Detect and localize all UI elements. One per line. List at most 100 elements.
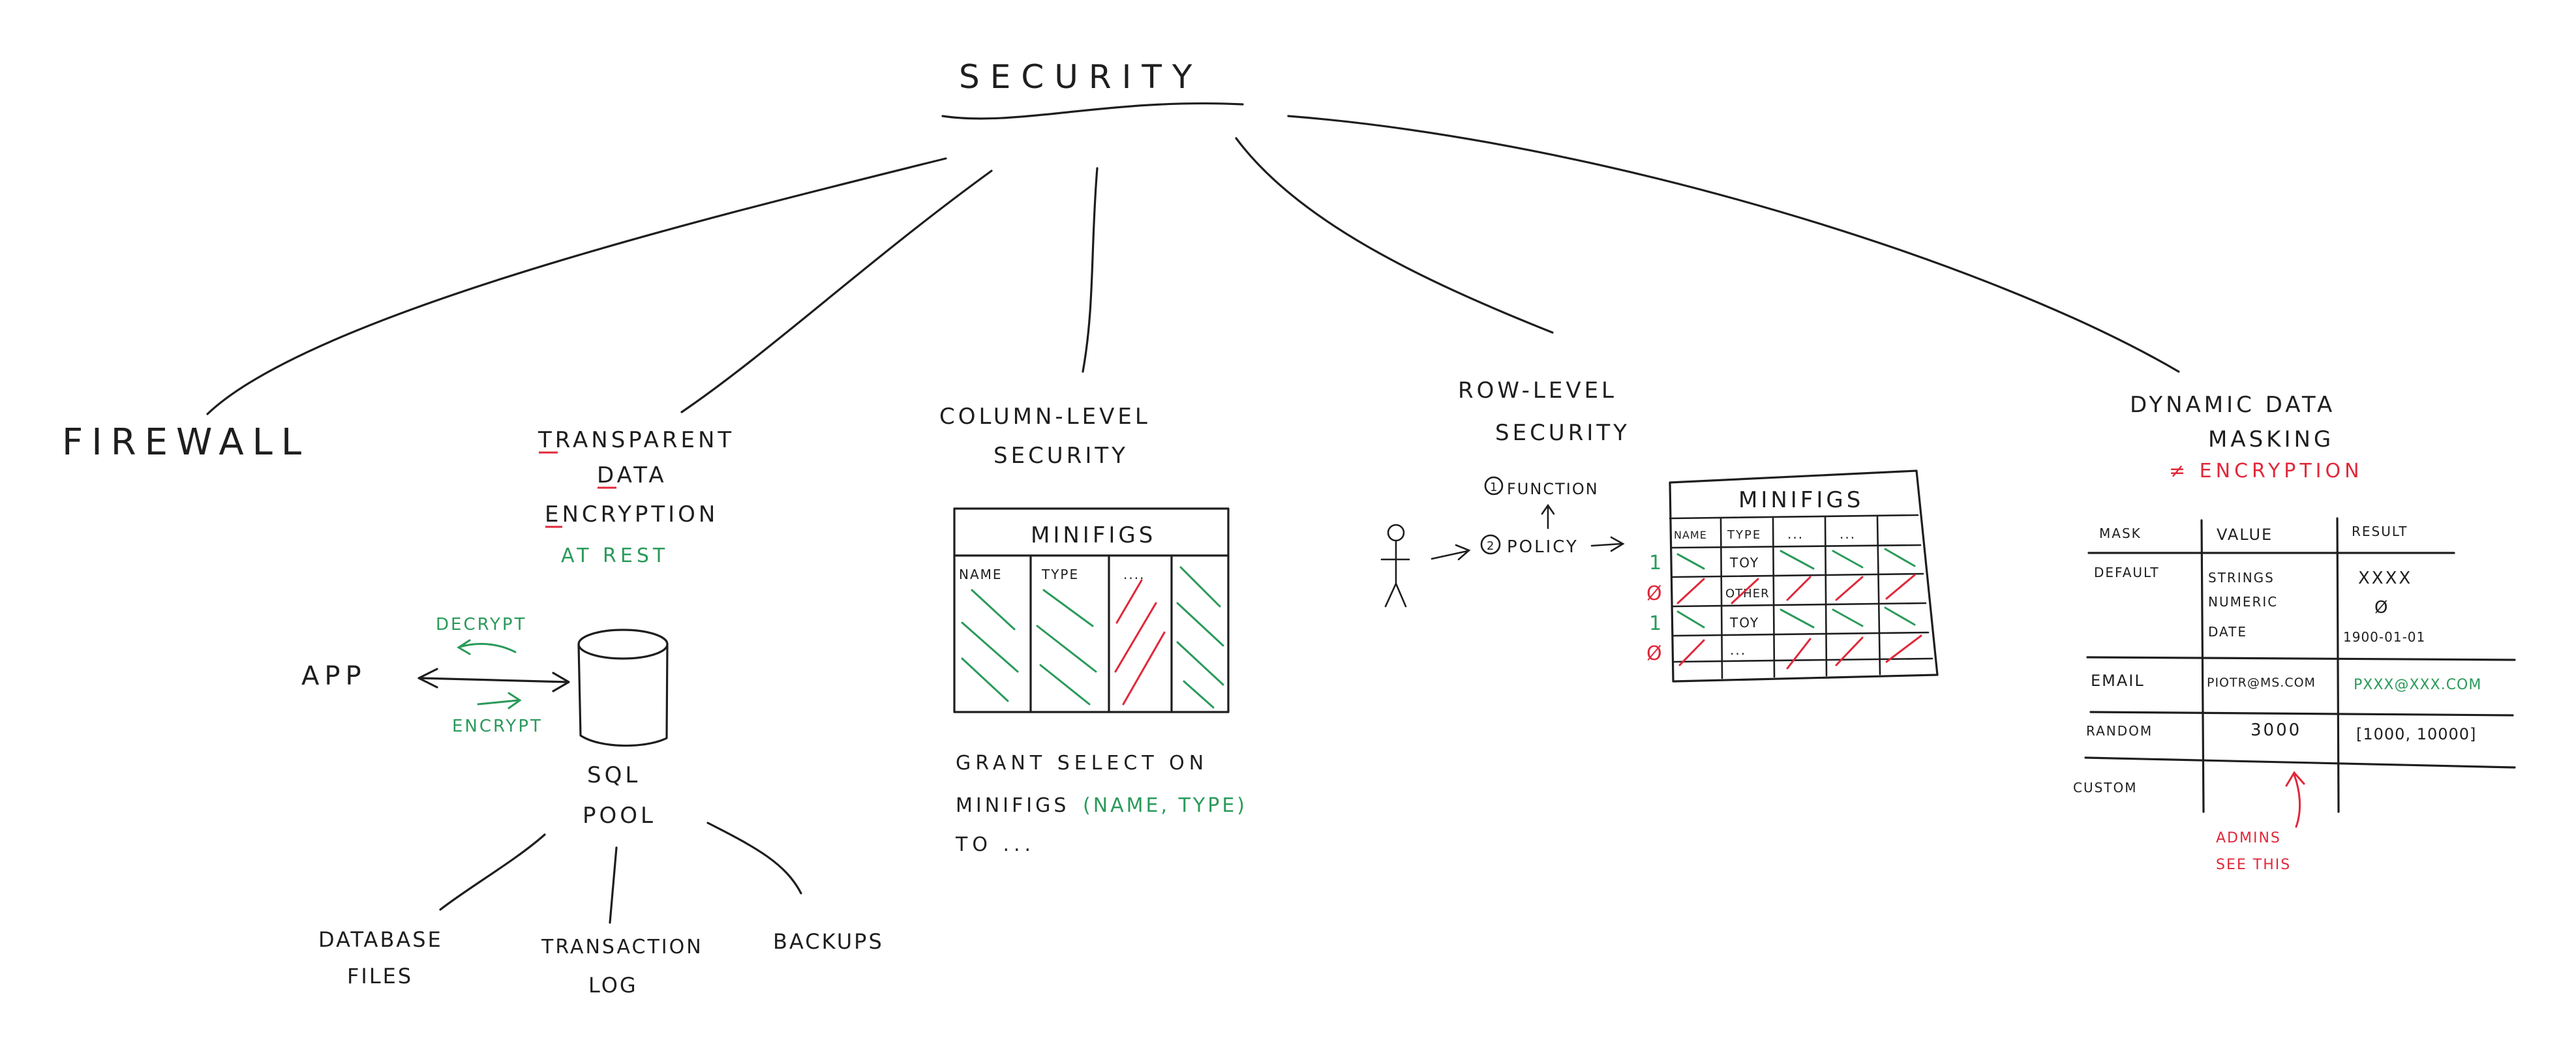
ddm-random-result: [1000, 10000] — [2356, 725, 2476, 743]
admins-line2: SEE THIS — [2216, 857, 2291, 873]
rls-section: ROW-LEVEL SECURITY 1 FUNCTION 2 POLICY M… — [1380, 378, 1939, 683]
cls-allowed-hatch — [961, 566, 1224, 709]
ddm-section: DYNAMIC DATA MASKING ≠ ENCRYPTION MASK V… — [2073, 392, 2516, 873]
root-title: SECURITY — [959, 58, 1202, 96]
branch-firewall — [206, 157, 947, 415]
policy-label: POLICY — [1507, 537, 1579, 557]
tde-title-line2: DATA — [597, 462, 667, 488]
ddm-default-label: DEFAULT — [2094, 565, 2160, 580]
admins-line1: ADMINS — [2216, 830, 2281, 846]
policy-to-table-arrow — [1590, 536, 1625, 552]
ddm-random-label: RANDOM — [2086, 723, 2153, 739]
rls-row1-type: TOY — [1729, 555, 1759, 571]
root-underline — [941, 102, 1244, 120]
rls-col-more1: ... — [1787, 526, 1804, 542]
app-pool-arrow — [419, 677, 569, 683]
cls-title-line1: COLUMN-LEVEL — [939, 404, 1151, 430]
function-number-circle — [1484, 476, 1504, 496]
ddm-default-date: DATE — [2208, 624, 2247, 640]
rls-row3-flag: 1 — [1649, 612, 1663, 635]
ddm-email-result: PXXX@XXX.COM — [2354, 677, 2481, 693]
rls-denied-hatch — [1676, 574, 1922, 670]
child-backups: BACKUPS — [773, 929, 884, 954]
tde-section: TRANSPARENT DATA ENCRYPTION AT REST APP … — [301, 427, 884, 998]
policy-number-circle — [1480, 534, 1501, 555]
branch-ddm — [1287, 115, 2180, 373]
ddm-email-value: PIOTR@MS.COM — [2207, 676, 2316, 690]
cls-col-type: TYPE — [1041, 567, 1079, 582]
rls-title-line2: SECURITY — [1495, 420, 1630, 446]
user-to-policy-arrow — [1431, 544, 1471, 561]
rls-row2-type: OTHER — [1725, 587, 1770, 601]
policy-number: 2 — [1487, 539, 1494, 553]
cls-title-line2: SECURITY — [993, 443, 1129, 469]
branch-transaction-log — [609, 846, 618, 924]
ddm-title-line1: DYNAMIC DATA — [2130, 392, 2335, 418]
branch-database-files — [439, 833, 546, 911]
app-label: APP — [301, 661, 367, 691]
ddm-random-value: 3000 — [2250, 721, 2301, 740]
ddm-custom-label: CUSTOM — [2073, 780, 2138, 795]
ddm-header-mask: MASK — [2099, 526, 2142, 541]
ddm-note: ≠ ENCRYPTION — [2169, 460, 2363, 483]
encrypt-label: ENCRYPT — [452, 717, 543, 736]
rls-row2-flag: Ø — [1646, 582, 1664, 605]
database-cylinder-icon — [577, 629, 669, 747]
cls-col-more: .... — [1123, 567, 1145, 582]
firewall-label: FIREWALL — [62, 421, 310, 464]
app-arrowhead — [417, 668, 438, 689]
tde-title-line3: ENCRYPTION — [545, 501, 718, 528]
ddm-header-value: VALUE — [2217, 526, 2273, 544]
pool-label-line1: SQL — [587, 762, 641, 788]
admins-arrow — [2285, 771, 2305, 828]
rls-row4-flag: Ø — [1646, 642, 1664, 665]
tde-title-line1: TRANSPARENT — [538, 427, 735, 453]
cls-denied-hatch — [1114, 579, 1166, 706]
ddm-result-null: Ø — [2374, 598, 2389, 617]
child-database: DATABASE — [318, 927, 443, 952]
rls-title-line1: ROW-LEVEL — [1458, 378, 1617, 404]
decrypt-label: DECRYPT — [436, 615, 526, 634]
ddm-result-xxxx: XXXX — [2358, 569, 2412, 588]
rls-allowed-hatch — [1676, 548, 1916, 629]
rls-row3-type: TOY — [1729, 615, 1759, 631]
ddm-result-date: 1900-01-01 — [2343, 629, 2425, 645]
pool-label-line2: POOL — [583, 803, 656, 829]
ddm-default-strings: STRINGS — [2208, 570, 2275, 586]
tde-note: AT REST — [561, 544, 669, 567]
branch-rls — [1235, 137, 1554, 334]
ddm-title-line2: MASKING — [2208, 426, 2334, 453]
decrypt-arrow — [457, 639, 517, 655]
encrypt-arrow — [477, 692, 522, 709]
rls-col-type: TYPE — [1727, 528, 1761, 542]
pool-arrowhead — [552, 672, 570, 692]
branch-cls — [1082, 167, 1099, 373]
policy-to-function-arrow — [1541, 503, 1555, 529]
cls-table — [953, 507, 1230, 713]
branch-backups — [706, 822, 802, 895]
ddm-default-numeric: NUMERIC — [2208, 594, 2278, 610]
cls-col-name: NAME — [959, 567, 1003, 582]
cls-grant-line2b: (NAME, TYPE) — [1083, 794, 1247, 817]
rls-table-title: MINIFIGS — [1738, 487, 1864, 513]
child-log: LOG — [588, 973, 638, 998]
rls-row1-flag: 1 — [1649, 552, 1663, 574]
child-files: FILES — [347, 964, 413, 988]
cls-section: COLUMN-LEVEL SECURITY MINIFIGS NAME TYPE… — [939, 404, 1247, 856]
cls-grant-line1: GRANT SELECT ON — [956, 752, 1208, 775]
branch-tde — [680, 170, 993, 413]
child-transaction: TRANSACTION — [541, 936, 703, 958]
ddm-email-label: EMAIL — [2091, 672, 2145, 690]
rls-col-name: NAME — [1674, 529, 1707, 541]
cls-grant-line3: TO ... — [955, 833, 1035, 856]
cls-grant-line2a: MINIFIGS — [956, 794, 1069, 817]
function-label: FUNCTION — [1507, 480, 1599, 498]
rls-table — [1669, 469, 1939, 683]
user-stick-figure-icon — [1380, 524, 1410, 608]
cls-table-title: MINIFIGS — [1031, 522, 1156, 548]
rls-row4-type: ... — [1730, 642, 1746, 658]
rls-col-more2: ... — [1840, 526, 1856, 542]
ddm-header-result: RESULT — [2352, 524, 2408, 539]
function-number: 1 — [1490, 481, 1497, 494]
